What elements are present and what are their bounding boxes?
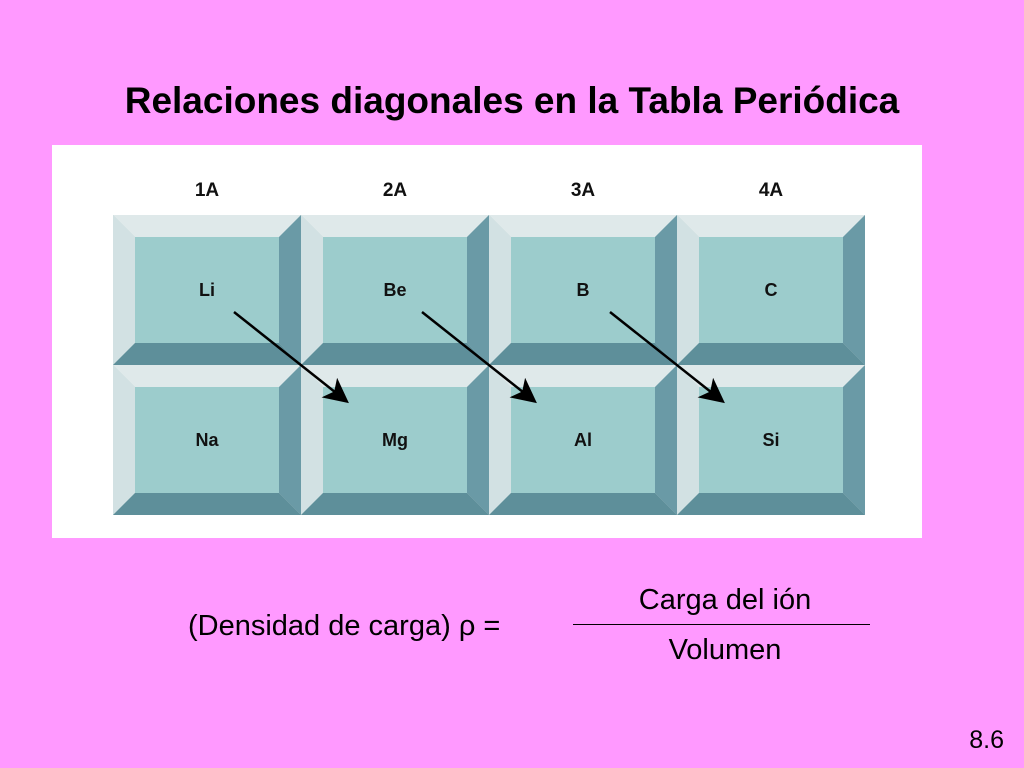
diagonal-arrow-be-al: [421, 311, 537, 404]
slide-title: Relaciones diagonales en la Tabla Periód…: [124, 80, 900, 121]
formula-denominator: Volumen: [668, 634, 782, 666]
group-label-1a: 1A: [194, 180, 220, 201]
element-cell-al: Al: [489, 365, 677, 515]
element-cell-c: C: [677, 215, 865, 365]
element-symbol: Be: [383, 279, 407, 300]
element-symbol: B: [576, 279, 590, 300]
group-label-4a: 4A: [758, 180, 784, 201]
element-cell-si: Si: [677, 365, 865, 515]
element-cell-na: Na: [113, 365, 301, 515]
fraction-line: [573, 624, 870, 625]
element-cell-b: B: [489, 215, 677, 365]
charge-density-label: (Densidad de carga) ρ =: [188, 610, 501, 642]
element-symbol: Al: [574, 429, 592, 450]
element-symbol: Li: [199, 279, 215, 300]
element-symbol: Mg: [382, 429, 408, 450]
diagonal-arrow-li-mg: [233, 311, 349, 404]
group-label-3a: 3A: [570, 180, 596, 201]
slide-number: 8.6: [969, 726, 1004, 754]
element-symbol: Si: [762, 429, 780, 450]
element-cell-li: Li: [113, 215, 301, 365]
element-symbol: C: [764, 279, 778, 300]
formula-numerator: Carga del ión: [638, 584, 812, 616]
diagonal-arrow-b-si: [609, 311, 725, 404]
group-label-2a: 2A: [382, 180, 408, 201]
element-cell-mg: Mg: [301, 365, 489, 515]
element-symbol: Na: [195, 429, 219, 450]
element-cell-be: Be: [301, 215, 489, 365]
